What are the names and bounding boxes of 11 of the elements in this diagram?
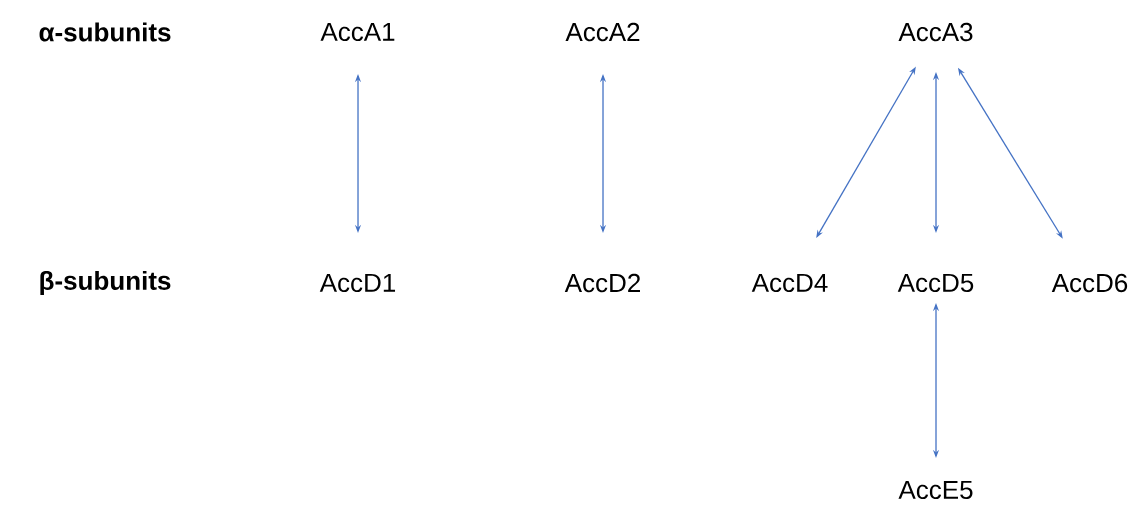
- row-label: β-subunits: [40, 270, 171, 296]
- protein-label: AccD1: [319, 273, 395, 293]
- row-label: α-subunits: [39, 22, 171, 42]
- protein-label: AccD4: [751, 273, 828, 293]
- protein-label: AccD2: [564, 273, 640, 293]
- protein-label: AccA2: [565, 22, 640, 42]
- protein-label: AccA1: [320, 22, 395, 42]
- protein-label: AccA3: [898, 22, 973, 42]
- protein-label: AccD6: [1051, 273, 1128, 293]
- protein-label: AccE5: [898, 480, 973, 500]
- protein-label: AccD5: [897, 273, 974, 293]
